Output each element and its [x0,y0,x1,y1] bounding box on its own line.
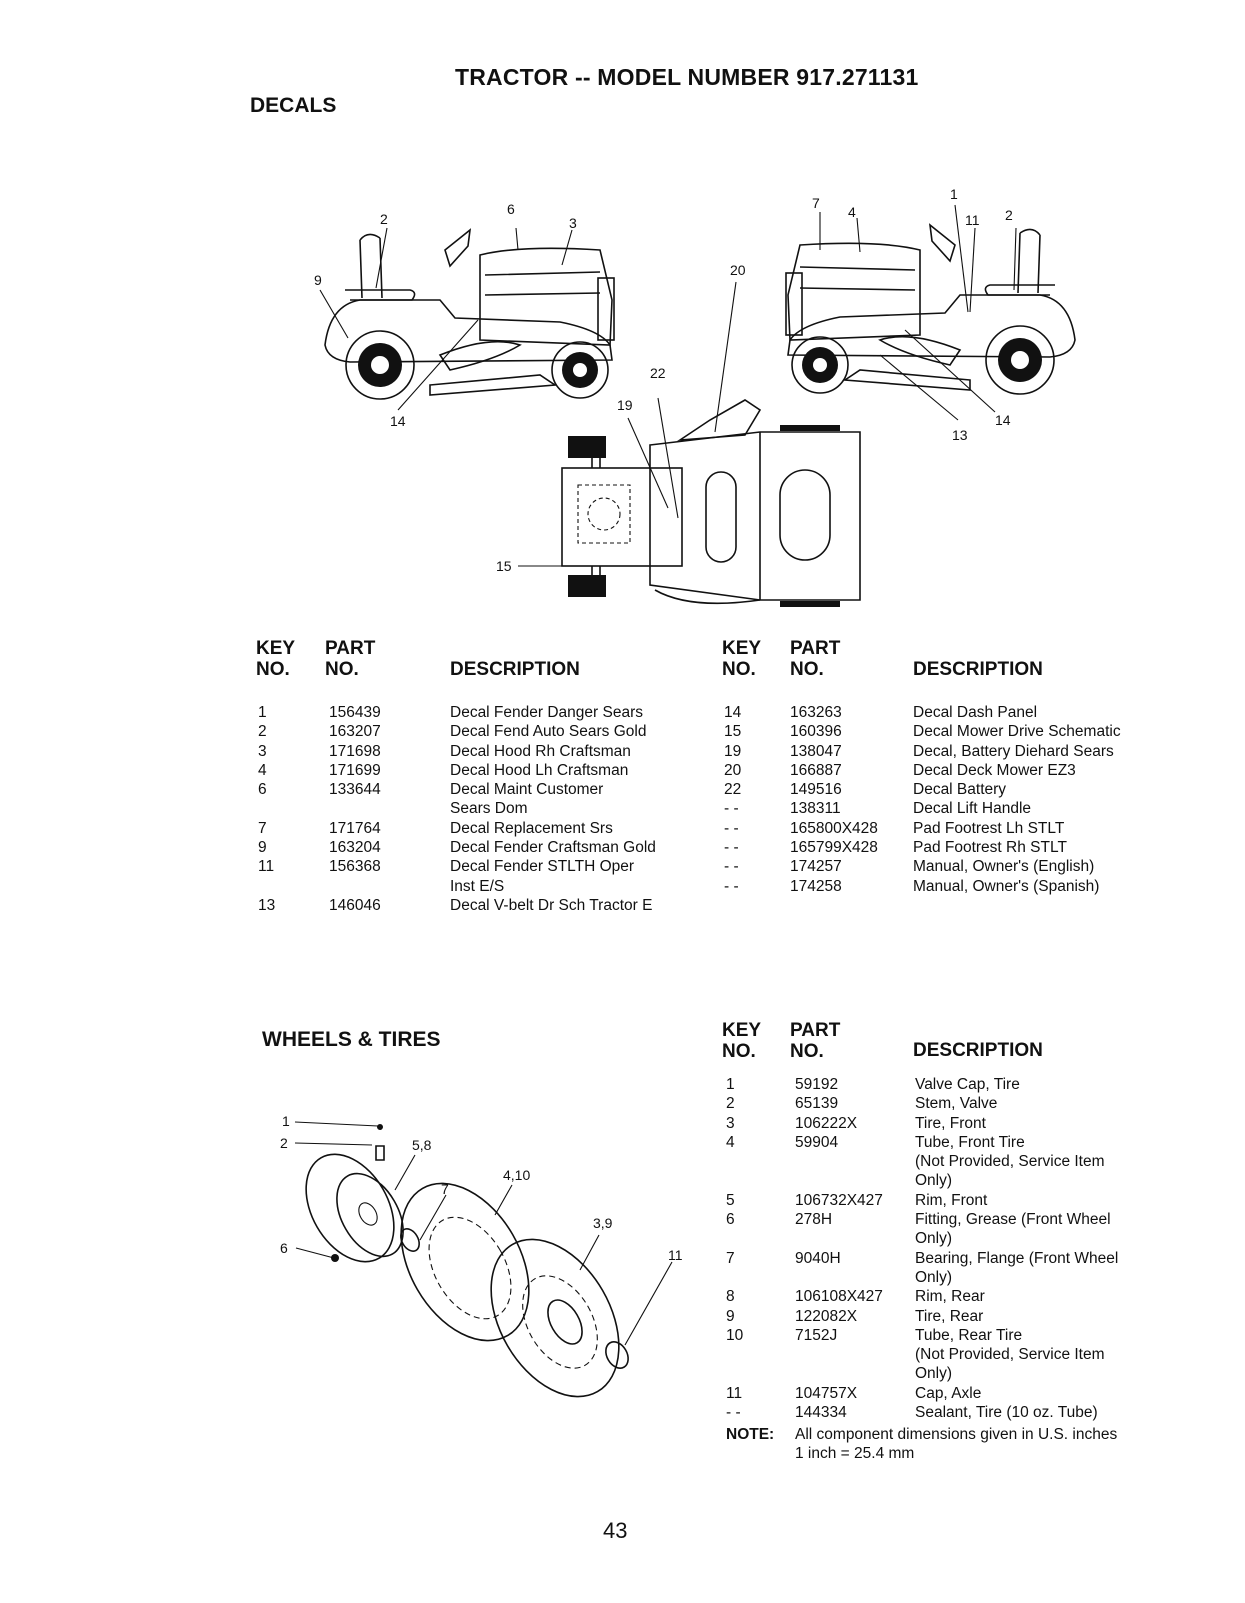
decals-description-header-left: DESCRIPTION [450,659,580,680]
decals-callouts: 1 2 2 3 4 6 7 9 11 13 14 14 15 19 20 22 [314,186,1013,574]
table-row: 20 [724,761,742,779]
table-row: 6 [258,781,267,799]
table-row: - - [724,839,739,857]
wheel-exploded-view [294,1121,673,1398]
table-row: 4 [258,761,267,779]
decals-diagram: 1 2 2 3 4 6 7 9 11 13 14 14 15 19 20 22 [314,186,1076,607]
decals-heading: DECALS [250,94,337,117]
tractor-side-right [785,223,1076,395]
table-row: 11 [258,858,275,876]
table-row: 19 [724,742,742,760]
decals-part-column-left: 156439 163207 171698 171699 133644 17176… [329,704,381,914]
callout-4: 4 [848,204,856,220]
callout-1: 1 [950,186,958,202]
table-row: - - [726,1404,741,1422]
wheels-description-column: Valve Cap, Tire Stem, Valve Tire, Front … [915,1076,1119,1422]
callout-5-8: 5,8 [412,1137,432,1153]
page-number: 43 [603,1518,628,1543]
callout-9: 9 [314,272,322,288]
wheels-key-column: 1 2 3 4 5 6 7 8 9 10 11 - - [726,1075,743,1422]
table-row: - - [724,877,739,895]
table-row: 7 [258,819,267,837]
callout-2-right: 2 [1005,207,1013,223]
table-row: - - [724,858,739,876]
table-row: 9 [258,839,267,857]
table-row: - - [724,819,739,837]
callout-20: 20 [730,262,746,278]
callout-4-10: 4,10 [503,1167,530,1183]
table-row: 6 [726,1211,735,1229]
wheels-description-header: DESCRIPTION [913,1040,1043,1061]
table-row: 9 [726,1307,735,1325]
table-row: 15 [724,723,742,741]
table-row: 22 [724,781,742,799]
decals-description-column-right: Decal Dash Panel Decal Mower Drive Schem… [913,704,1121,895]
table-row: 3 [258,742,267,760]
note-text: All component dimensions given in U.S. i… [795,1426,1118,1463]
callout-7: 7 [812,195,820,211]
callout-3-9: 3,9 [593,1215,613,1231]
tractor-top-view [561,399,861,607]
table-row: 8 [726,1288,735,1306]
callout-2-left: 2 [380,211,388,227]
callout-2: 2 [280,1135,288,1151]
table-row: 2 [258,723,267,741]
callout-3: 3 [569,215,577,231]
callout-14-left: 14 [390,413,406,429]
callout-11: 11 [668,1247,683,1263]
wheels-callouts: 1 2 5,8 4,10 7 3,9 6 11 [280,1113,683,1263]
decals-description-column-left: Decal Fender Danger Sears Decal Fend Aut… [450,704,656,914]
callout-6: 6 [507,201,515,217]
table-row: 13 [258,896,276,914]
decals-description-header-right: DESCRIPTION [913,659,1043,680]
table-row: 5 [726,1191,735,1209]
table-row: 7 [726,1249,735,1267]
callout-22: 22 [650,365,666,381]
table-row: 3 [726,1114,735,1132]
table-row: 4 [726,1133,735,1151]
note-label: NOTE: [726,1426,775,1443]
callout-15: 15 [496,558,512,574]
page-title: TRACTOR -- MODEL NUMBER 917.271131 [455,64,919,90]
table-row: 11 [726,1384,743,1402]
table-row: 14 [724,704,742,721]
tractor-side-left [324,228,615,400]
wheels-part-column: 59192 65139 106222X 59904 106732X427 278… [795,1076,883,1422]
decals-part-column-right: 163263 160396 138047 166887 149516 13831… [790,704,878,895]
table-row: - - [724,800,739,818]
callout-11: 11 [965,212,980,228]
callout-14-right: 14 [995,412,1011,428]
table-row: 1 [726,1076,735,1093]
callout-6: 6 [280,1240,288,1256]
table-row: 10 [726,1326,744,1344]
callout-13: 13 [952,427,968,443]
table-row: 1 [258,704,267,721]
decals-key-column-right: 14 15 19 20 22 - - - - - - - - - - [724,703,741,896]
decals-key-column-left: 1 2 3 4 6 7 9 11 13 [258,703,275,915]
callout-19: 19 [617,397,633,413]
callout-1: 1 [282,1113,290,1129]
leader-lines [319,204,1017,567]
wheels-heading: WHEELS & TIRES [262,1028,441,1051]
table-row: 2 [726,1095,735,1113]
callout-7: 7 [441,1181,449,1197]
